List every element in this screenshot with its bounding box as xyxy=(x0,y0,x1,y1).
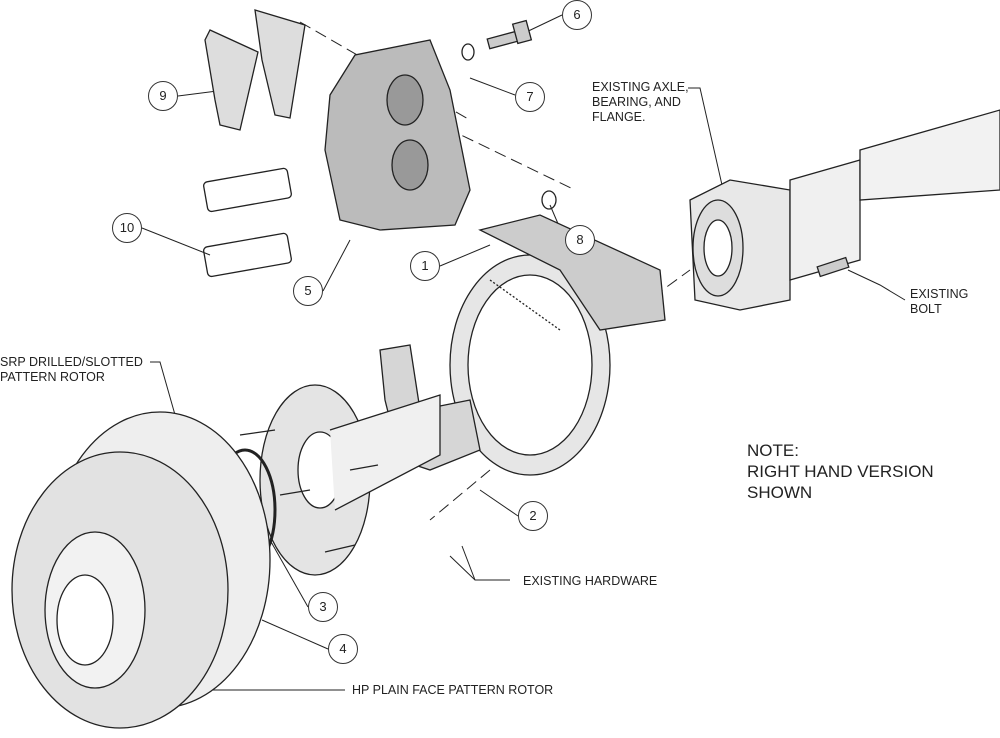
label-hp-rotor: HP PLAIN FACE PATTERN ROTOR xyxy=(352,683,554,697)
bolt-6 xyxy=(486,19,533,50)
note-title: NOTE: xyxy=(747,441,799,460)
callout-1: 1 xyxy=(410,251,440,281)
pad-retainers xyxy=(203,167,292,278)
callout-5: 5 xyxy=(293,276,323,306)
label-existing-hardware: EXISTING HARDWARE xyxy=(523,574,658,588)
brake-pads xyxy=(204,9,306,131)
callout-8: 8 xyxy=(565,225,595,255)
callout-3: 3 xyxy=(308,592,338,622)
label-srp-rotor: SRP DRILLED/SLOTTED PATTERN ROTOR xyxy=(0,355,143,384)
label-existing-axle: EXISTING AXLE, BEARING, AND FLANGE. xyxy=(592,80,689,124)
callout-9: 9 xyxy=(148,81,178,111)
callout-4: 4 xyxy=(328,634,358,664)
note-text: RIGHT HAND VERSION SHOWN xyxy=(747,462,934,502)
existing-axle xyxy=(689,109,1000,311)
washer-7 xyxy=(461,43,475,61)
callout-10: 10 xyxy=(112,213,142,243)
hub-disc xyxy=(239,384,441,576)
callout-6: 6 xyxy=(562,0,592,30)
rotor xyxy=(11,411,271,729)
washer-8 xyxy=(541,190,557,210)
label-existing-bolt: EXISTING BOLT xyxy=(910,287,969,316)
callout-2: 2 xyxy=(518,501,548,531)
caliper xyxy=(324,39,471,231)
parking-brake-assembly xyxy=(449,214,666,476)
callout-7: 7 xyxy=(515,82,545,112)
